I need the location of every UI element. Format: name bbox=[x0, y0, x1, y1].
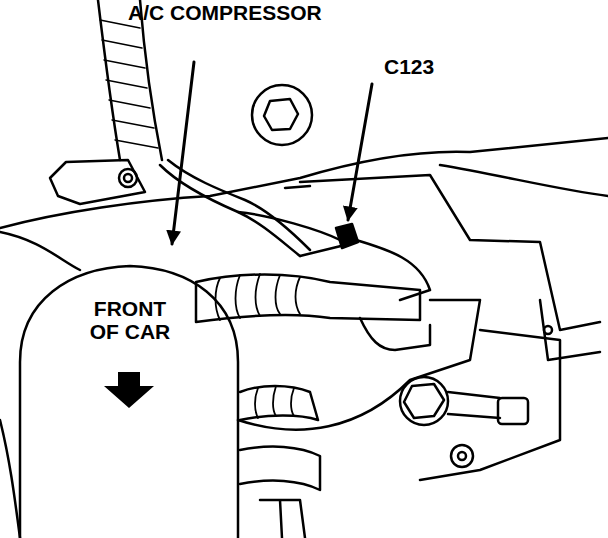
part-name: A/C COMPRESSOR bbox=[128, 2, 328, 25]
hose-rib bbox=[255, 386, 294, 418]
bracket-hole bbox=[544, 326, 552, 334]
mount-hole bbox=[458, 452, 466, 460]
bracket-outline bbox=[540, 300, 600, 360]
wire bbox=[238, 212, 340, 240]
fitting-pipe bbox=[448, 392, 500, 418]
hose bbox=[260, 500, 305, 538]
mount-hole bbox=[451, 445, 473, 467]
hose bbox=[240, 447, 320, 490]
clip-bolt bbox=[124, 174, 132, 182]
front-dome bbox=[20, 266, 238, 538]
compressor-body bbox=[0, 420, 20, 538]
wire bbox=[300, 245, 345, 256]
hose bbox=[360, 318, 430, 350]
fitting-cap bbox=[498, 398, 528, 424]
leader-arrow bbox=[348, 84, 372, 220]
harness-clip bbox=[50, 160, 145, 204]
bolt-head bbox=[264, 99, 298, 130]
bracket-outline bbox=[300, 175, 600, 330]
harness-wrap bbox=[100, 20, 158, 148]
leader-arrow bbox=[172, 62, 194, 244]
slot bbox=[285, 186, 310, 188]
fitting-bolt bbox=[400, 377, 448, 425]
connector-id: C123 bbox=[384, 56, 464, 79]
compressor-body bbox=[0, 232, 80, 270]
bolt-washer bbox=[252, 85, 312, 145]
hose bbox=[196, 275, 420, 323]
hose-rib bbox=[216, 274, 301, 320]
wire bbox=[168, 160, 310, 250]
clip-bolt bbox=[119, 169, 137, 187]
direction-arrow bbox=[104, 372, 154, 408]
direction-note: FRONT OF CAR bbox=[84, 298, 176, 343]
fitting-bolt bbox=[404, 384, 444, 418]
hose bbox=[240, 386, 318, 420]
connector-c123 bbox=[336, 224, 358, 248]
engine-outline bbox=[440, 165, 608, 196]
